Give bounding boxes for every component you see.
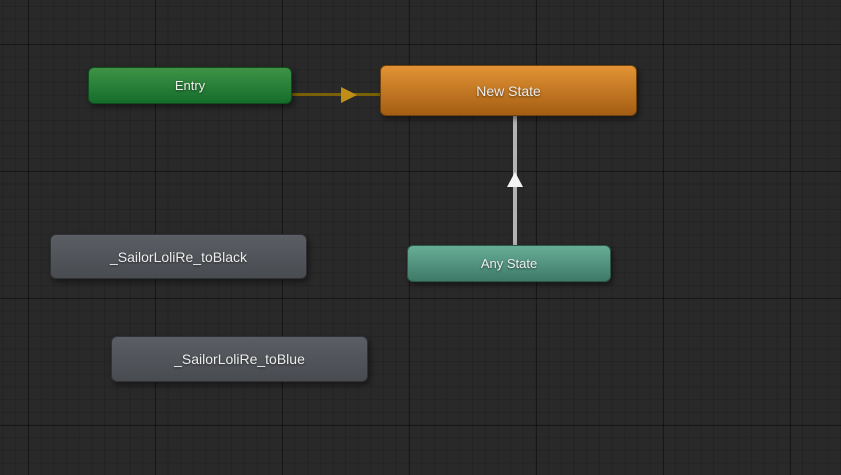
new-state-node-label: New State bbox=[476, 82, 541, 99]
state-node-sailorlolire-toblack[interactable]: _SailorLoliRe_toBlack bbox=[50, 234, 307, 279]
new-state-node[interactable]: New State bbox=[380, 65, 637, 116]
any-state-node[interactable]: Any State bbox=[407, 245, 611, 282]
transition-entry-to-new-state[interactable] bbox=[291, 93, 381, 96]
entry-node-label: Entry bbox=[174, 78, 206, 93]
state-node-label: _SailorLoliRe_toBlue bbox=[174, 351, 305, 367]
any-state-node-label: Any State bbox=[480, 256, 538, 271]
state-node-label: _SailorLoliRe_toBlack bbox=[110, 248, 247, 265]
transition-arrowhead-right-icon bbox=[341, 87, 357, 103]
transition-arrowhead-up-icon bbox=[507, 172, 523, 187]
entry-node[interactable]: Entry bbox=[88, 67, 292, 104]
state-node-sailorlolire-toblue[interactable]: _SailorLoliRe_toBlue bbox=[111, 336, 368, 382]
